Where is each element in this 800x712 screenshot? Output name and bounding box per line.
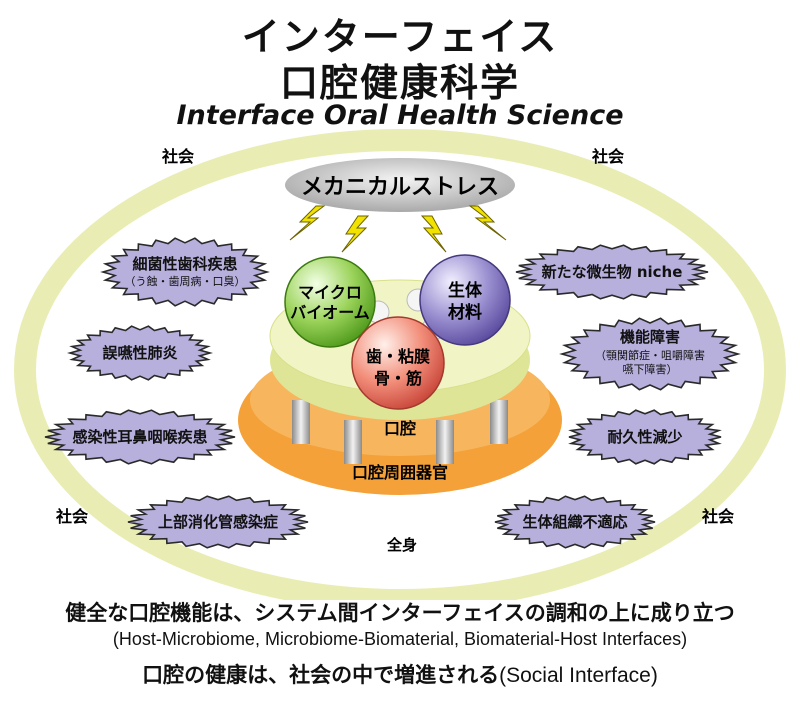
footer-line3-paren: (Social Interface): [499, 664, 658, 687]
tissue-label: 歯・粘膜: [366, 347, 430, 366]
right-burst-1: [559, 317, 741, 391]
star-group: 細菌性歯科疾患（う蝕・歯周病・口臭） 誤嚥性肺炎感染性耳鼻咽喉疾患上部消化管感染症…: [44, 237, 741, 549]
biomaterial-label: 材料: [448, 302, 482, 323]
left-burst-0-label: （う蝕・歯周病・口臭）: [125, 274, 246, 288]
right-burst-0-label: 新たな微生物 niche: [542, 263, 683, 281]
society-label: 社会: [591, 147, 624, 166]
society-label: 社会: [701, 507, 734, 526]
footer-line3: 口腔の健康は、社会の中で増進される(Social Interface): [0, 659, 800, 689]
left-burst-1: [66, 325, 214, 381]
tissue-label: 骨・筋: [374, 369, 422, 388]
right-burst-2: [568, 409, 722, 465]
microbiome-label: バイオーム: [290, 303, 370, 322]
left-burst-0: [100, 237, 270, 307]
pillar: [344, 420, 362, 464]
biomaterial-circle: [419, 254, 511, 346]
left-burst-1-label: 誤嚥性肺炎: [102, 344, 177, 362]
microbiome-circle: [284, 256, 376, 348]
left-burst-2: [44, 409, 236, 465]
lightning-icon: [468, 205, 507, 241]
pillar: [490, 400, 508, 444]
right-burst-0: [515, 244, 709, 300]
society-label: 社会: [55, 507, 88, 526]
title-english: Interface Oral Health Science: [176, 100, 624, 131]
society-ring: [14, 129, 786, 600]
footer-line3-main: 口腔の健康は、社会の中で増進される: [142, 663, 500, 687]
society-label: 社会: [161, 147, 194, 166]
right-burst-3-label: 生体組織不適応: [522, 513, 627, 531]
left-burst-2-label: 感染性耳鼻咽喉疾患: [72, 428, 207, 446]
stress-label: メカニカルストレス: [301, 175, 499, 200]
right-burst-3: [494, 495, 656, 549]
right-burst-1-label: 機能障害: [620, 328, 680, 346]
tissue-circle: [351, 316, 445, 410]
pillar: [292, 400, 310, 444]
right-burst-2-label: 耐久性減少: [607, 428, 682, 446]
lightning-icon: [420, 215, 447, 253]
pillar: [436, 420, 454, 464]
title-japanese-line2: 口腔健康科学: [279, 61, 520, 105]
left-burst-3-label: 上部消化管感染症: [158, 513, 278, 531]
stress-cloud: [285, 158, 515, 212]
footer-line1: 健全な口腔機能は、システム間インターフェイスの調和の上に成り立つ: [65, 601, 735, 625]
oral-cavity-label: 口腔: [384, 419, 416, 438]
left-burst-0-label: 細菌性歯科疾患: [132, 255, 237, 273]
whole-body-label: 全身: [386, 536, 417, 554]
diagram-canvas: 細菌性歯科疾患（う蝕・歯周病・口臭） 誤嚥性肺炎感染性耳鼻咽喉疾患上部消化管感染症…: [14, 129, 786, 600]
right-burst-1-label: （顎関節症・咀嚼障害: [595, 348, 705, 362]
title-japanese-line1: インターフェイス: [241, 15, 559, 59]
lightning-icon: [289, 205, 326, 241]
perioral-organs-label: 口腔周囲器官: [352, 463, 448, 482]
right-burst-1-label: 嚥下障害）: [623, 362, 678, 376]
lightning-icon: [341, 215, 370, 253]
microbiome-label: マイクロ: [298, 283, 362, 302]
left-burst-3: [127, 495, 309, 549]
biomaterial-label: 生体: [448, 280, 483, 301]
footer-line2: (Host-Microbiome, Microbiome-Biomaterial…: [112, 629, 688, 649]
